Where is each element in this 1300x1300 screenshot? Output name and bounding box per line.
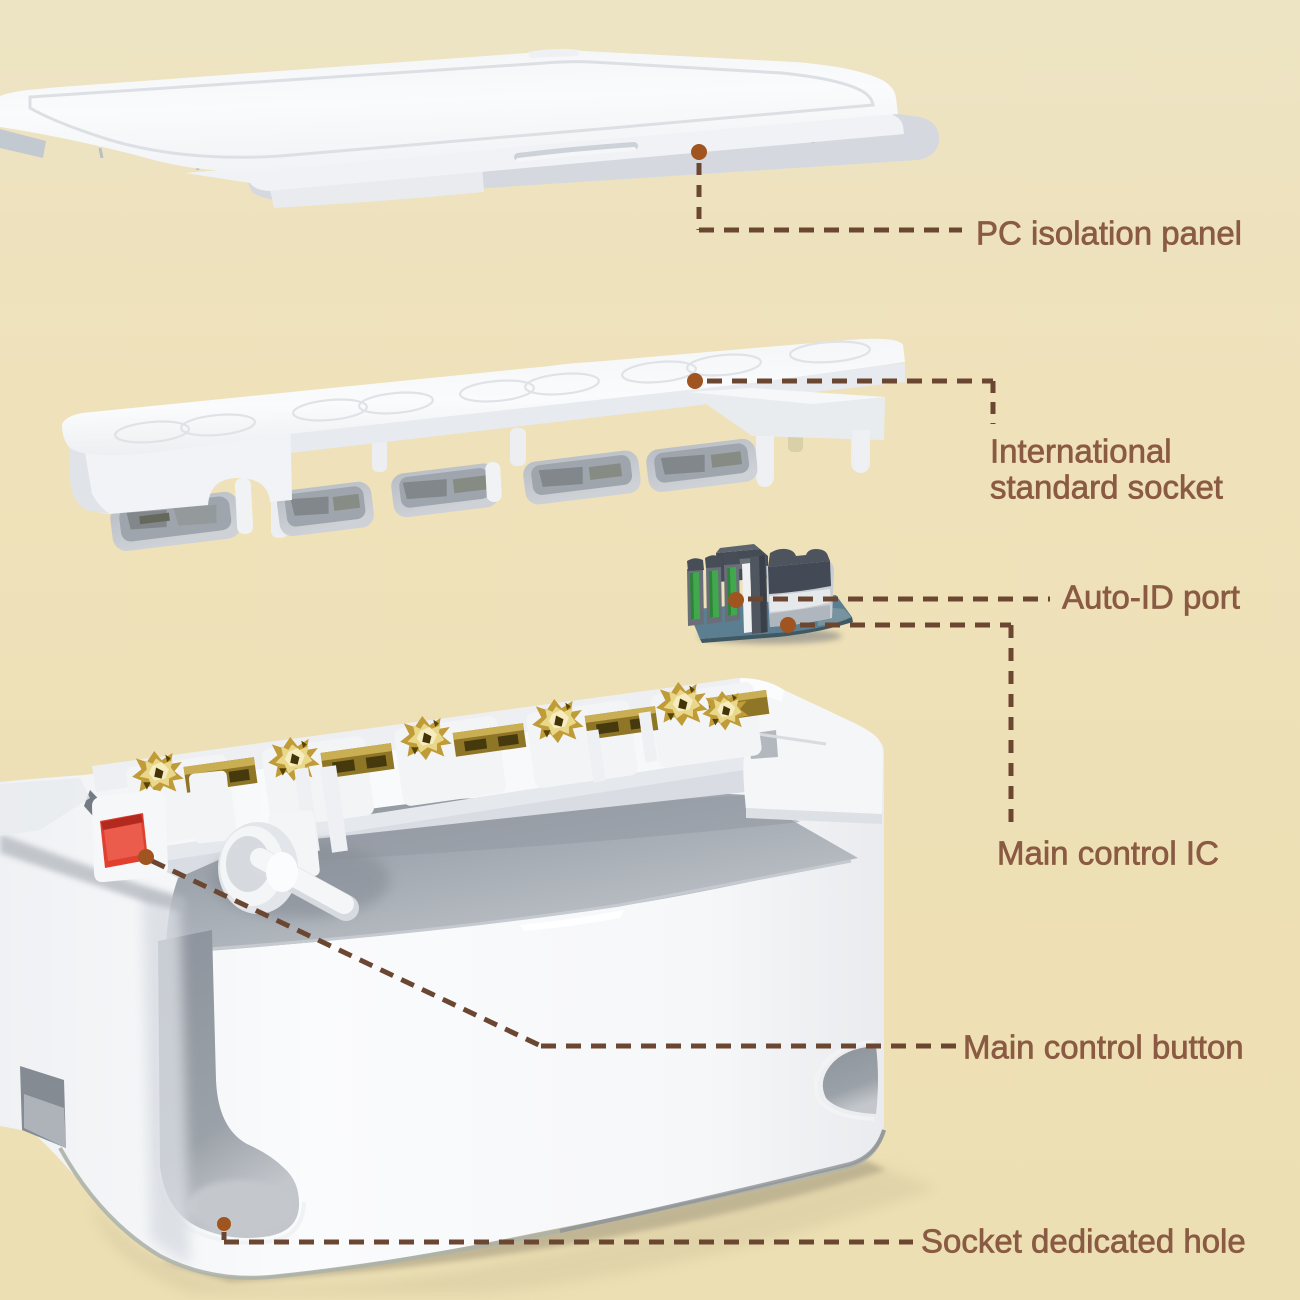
svg-text:Auto-ID port: Auto-ID port — [1062, 579, 1240, 616]
svg-text:standard socket: standard socket — [990, 469, 1223, 506]
svg-text:Main control button: Main control button — [963, 1029, 1244, 1066]
svg-text:PC isolation panel: PC isolation panel — [976, 215, 1242, 252]
svg-text:International: International — [990, 433, 1172, 470]
svg-text:Socket dedicated hole: Socket dedicated hole — [921, 1223, 1246, 1260]
svg-text:Main control IC: Main control IC — [997, 835, 1219, 872]
